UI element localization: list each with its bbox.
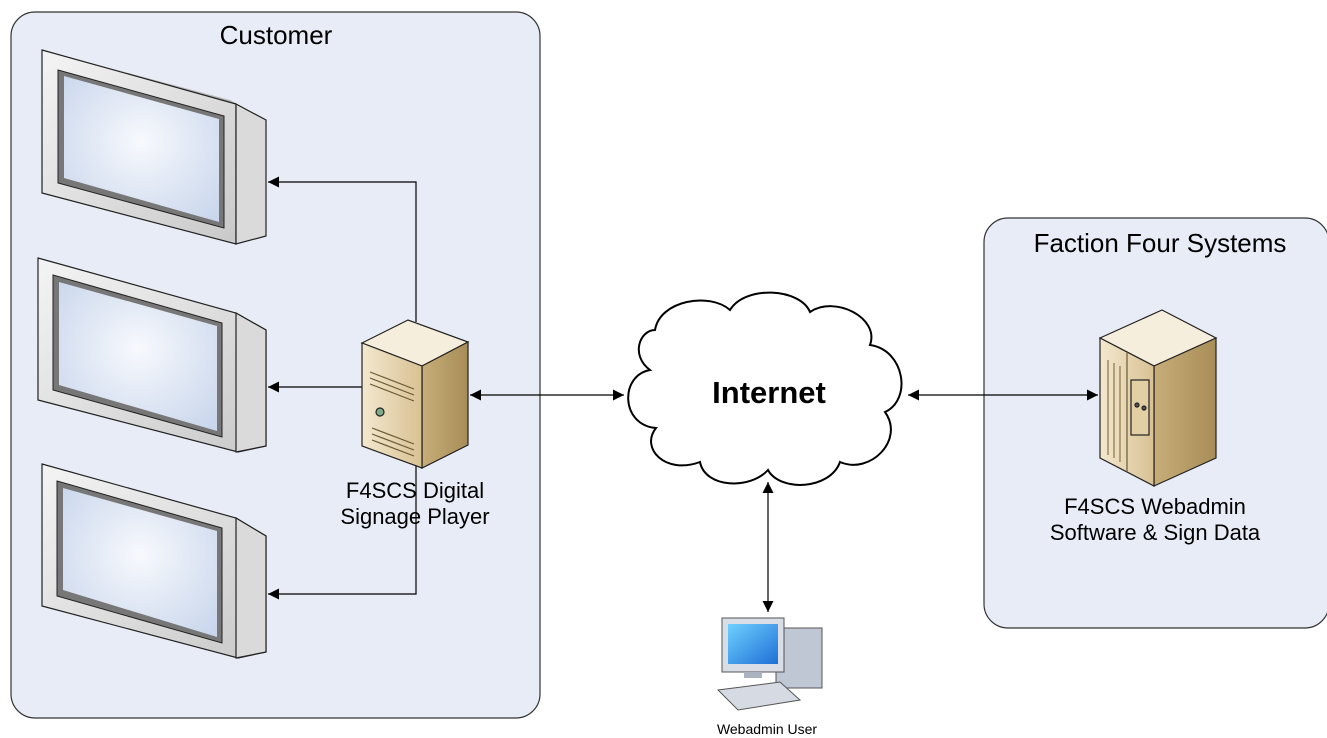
player-label: F4SCS Digital Signage Player: [310, 478, 520, 530]
tower-server-icon: [360, 319, 470, 469]
rack-server-icon: [1098, 309, 1218, 487]
internet-label: Internet: [712, 375, 826, 410]
cloud-icon: [627, 291, 903, 486]
display-screen-icon: [41, 49, 267, 245]
webadmin-user-label: Webadmin User: [716, 721, 818, 737]
player-to-screens-connectors: [268, 176, 417, 600]
display-screen-icon: [41, 463, 267, 659]
player-label-line1: F4SCS Digital: [345, 478, 485, 503]
customer-group-title: Customer: [219, 20, 333, 50]
webadmin-server-label-line2: Software & Sign Data: [1049, 520, 1261, 545]
webadmin-server-label: F4SCS Webadmin Software & Sign Data: [1020, 494, 1290, 546]
workstation-icon: [716, 617, 823, 711]
webadmin-server-label-line1: F4SCS Webadmin: [1064, 494, 1246, 519]
faction-group-title: Faction Four Systems: [1033, 228, 1287, 258]
display-screen-icon: [37, 257, 267, 453]
player-label-line2: Signage Player: [340, 504, 490, 529]
